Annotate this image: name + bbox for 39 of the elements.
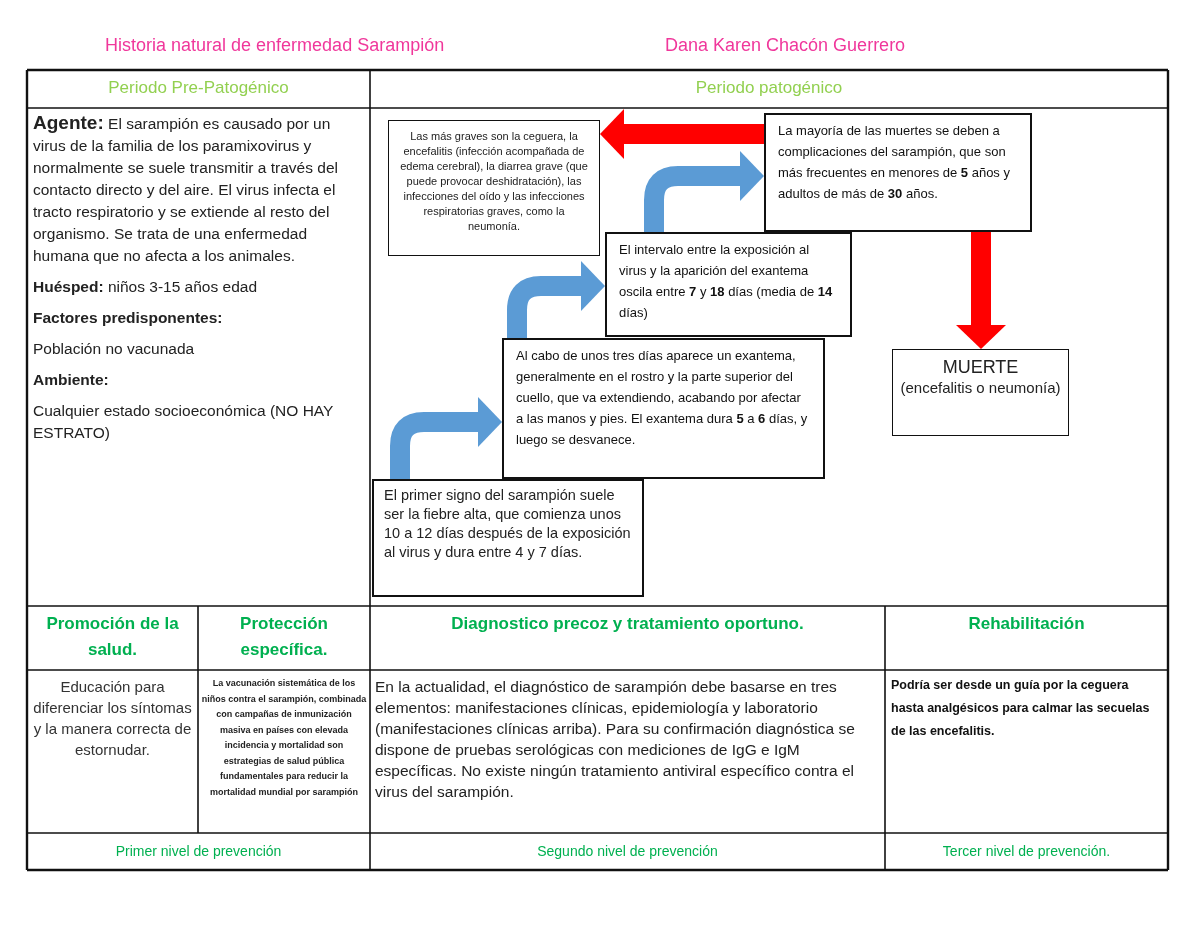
body-text: Población no vacunada xyxy=(33,339,195,359)
column-heading: Promoción de la salud. xyxy=(45,613,180,661)
text-box xyxy=(764,113,1032,232)
note-text: El primer signo del sarampión suele ser la fiebre alta, que comienza unos 10 a 12 días después de la exposición al virus y dura entre 4 y 7 días. xyxy=(384,486,632,562)
block-arrow xyxy=(600,109,764,159)
level-label: Tercer nivel de prevención. xyxy=(942,843,1111,859)
body-text: En la actualidad, el diagnóstico de sarampión debe basarse en tres elementos: manifestaciones clínicas, epidemiología y laboratorio (manifestaciones clínicas arriba). Para su confirmación diagnóstica se dispone de pruebas serológicas con mediciones de IgG e IgM específicas. No existe ningún tratamiento antiviral específico contra el virus del sarampión. xyxy=(375,677,856,802)
field-heading: Factores predisponentes: xyxy=(33,308,223,328)
body-text: Educación para diferenciar los síntomas y la manera correcta de estornudar. xyxy=(32,677,193,760)
body-text: Cualquier estado socioeconómica (NO HAY ESTRATO) xyxy=(33,401,335,443)
column-heading: Periodo patogénico xyxy=(695,78,843,98)
body-text: Huésped: niños 3-15 años edad xyxy=(33,277,258,297)
note-text: El intervalo entre la exposición al virus y la aparición del exantema oscila entre 7 y 18 días (media de 14 días) xyxy=(619,241,834,322)
body-text: La vacunación sistemática de los niños contra el sarampión, combinada con campañas de inmunización masiva en países con elevada incidencia y mortalidad son estrategias de salud pública fundamentales para reducir la mortalidad mundial por sarampión xyxy=(201,677,367,799)
level-label: Segundo nivel de prevención xyxy=(537,843,718,859)
outcome-heading: MUERTE xyxy=(941,356,1020,378)
text-box xyxy=(605,232,852,337)
note-text: La mayoría de las muertes se deben a complicaciones del sarampión, que son más frecuentes en menores de 5 años y adultos de más de 30 años. xyxy=(778,122,1011,203)
text-box xyxy=(388,120,600,256)
column-heading: Periodo Pre-Patogénico xyxy=(108,78,289,98)
outcome-box xyxy=(892,349,1069,436)
level-label: Primer nivel de prevención xyxy=(115,843,282,859)
title: Historia natural de enfermedad Sarampión xyxy=(105,35,445,56)
column-heading: Diagnostico precoz y tratamiento oportuno. xyxy=(451,613,804,635)
text-box xyxy=(502,338,825,479)
author-name: Dana Karen Chacón Guerrero xyxy=(665,35,906,56)
block-arrow xyxy=(644,151,764,232)
note-text: Al cabo de unos tres días aparece un exantema, generalmente en el rostro y la parte superior del cuello, que va extendiendo, acabando por afectar a las manos y pies. El exantema dura 5 a 6 días, y luego se desvanece. xyxy=(516,347,809,449)
outcome-text: (encefalitis o neumonía) xyxy=(899,378,1062,398)
body-text: Podría ser desde un guía por la ceguera hasta analgésicos para calmar las secuelas de las encefalitis. xyxy=(891,677,1151,740)
field-heading: Ambiente: xyxy=(33,370,109,390)
text-box xyxy=(372,479,644,597)
block-arrow xyxy=(390,397,502,479)
column-heading: Protección específica. xyxy=(239,613,329,661)
block-arrow xyxy=(956,232,1006,349)
column-heading: Rehabilitación xyxy=(968,613,1085,635)
note-text: Las más graves son la ceguera, la encefalitis (infección acompañada de edema cerebral), la diarrea grave (que puede provocar deshidratación), las infecciones del oído y las infecciones respiratorias graves, como la neumonía. xyxy=(399,129,589,234)
body-text: Agente: El sarampión es causado por un virus de la familia de los paramixovirus y normalmente se suele transmitir a través del contacto directo y del aire. El virus infecta el tracto respiratorio y se extiende al resto del organismo. Se trata de una enfermedad humana que no afecta a los animales. xyxy=(33,112,339,266)
block-arrow xyxy=(507,261,605,338)
